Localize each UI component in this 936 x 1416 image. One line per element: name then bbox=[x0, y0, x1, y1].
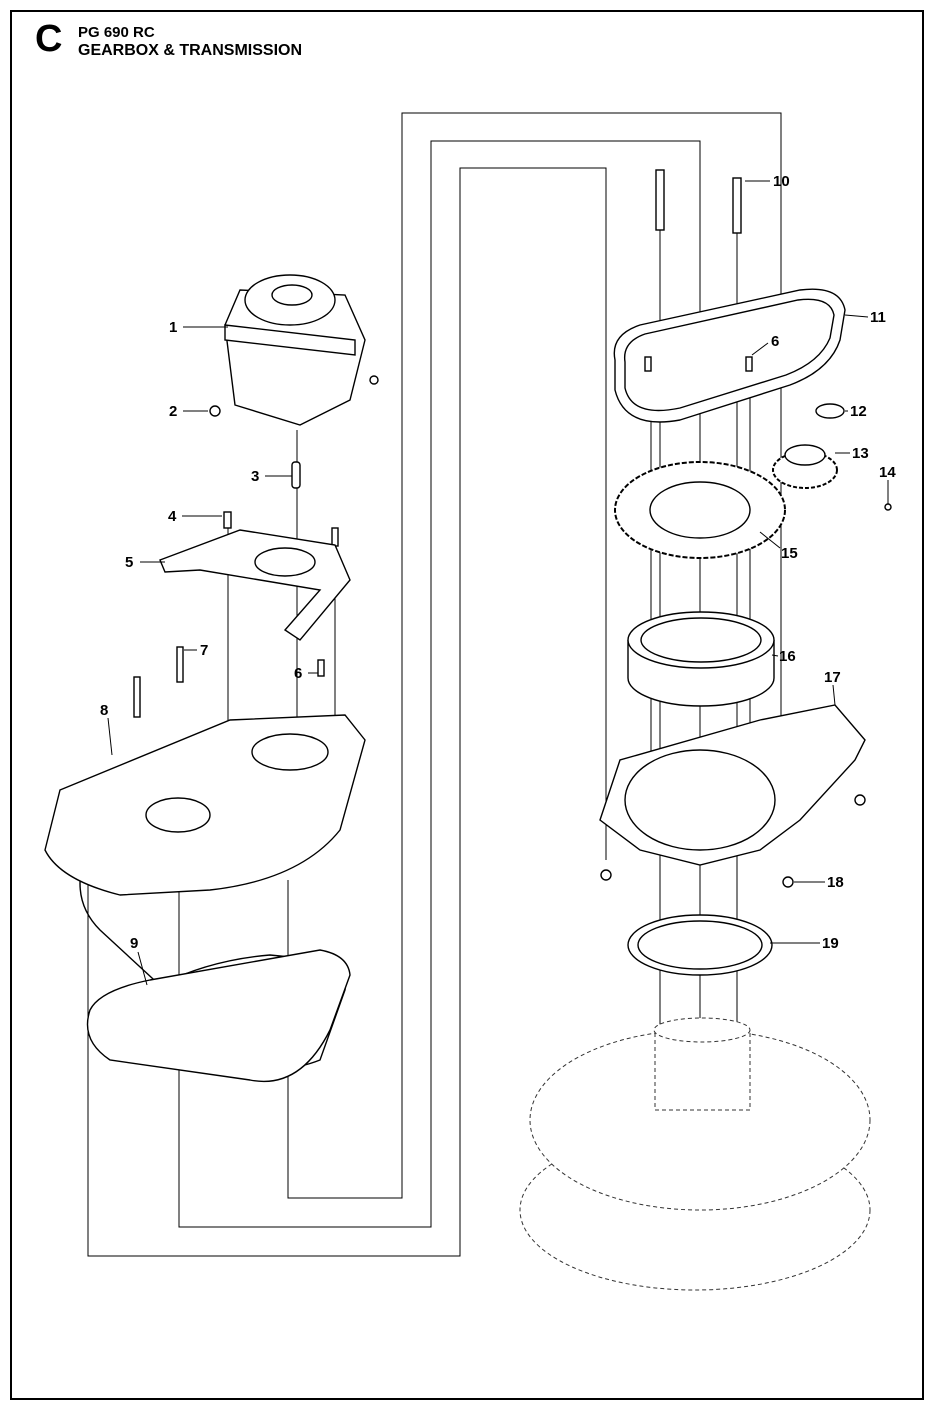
part-14-pin bbox=[884, 503, 892, 511]
callout-8: 8 bbox=[100, 702, 108, 719]
callout-1: 1 bbox=[169, 319, 177, 336]
callout-17: 17 bbox=[824, 669, 841, 686]
diagram-title: GEARBOX & TRANSMISSION bbox=[78, 42, 303, 59]
callout-11: 11 bbox=[870, 309, 886, 326]
part-19-seal bbox=[627, 914, 773, 976]
part-13-pinion bbox=[772, 444, 838, 489]
callout-9: 9 bbox=[130, 935, 138, 952]
callout-leaders bbox=[107, 180, 889, 986]
part-9-gasket-outline bbox=[86, 949, 351, 1083]
callout-14: 14 bbox=[879, 464, 896, 481]
part-8-base-plate bbox=[44, 714, 366, 896]
callout-19: 19 bbox=[822, 935, 839, 952]
callout-6: 6 bbox=[294, 665, 302, 682]
callout-4: 4 bbox=[168, 508, 177, 525]
part-17-housing bbox=[599, 704, 866, 866]
callout-16: 16 bbox=[779, 648, 796, 665]
part-1-gearbox bbox=[224, 274, 366, 426]
callout-12: 12 bbox=[850, 403, 867, 420]
base-unit bbox=[519, 1017, 871, 1291]
section-letter: C bbox=[35, 18, 63, 60]
part-11-belt bbox=[613, 288, 846, 423]
part-3-key bbox=[291, 461, 301, 489]
diagram-frame bbox=[10, 10, 924, 1400]
model-name: PG 690 RC bbox=[78, 24, 155, 41]
part-15-sprocket bbox=[614, 461, 786, 559]
part-16-ring bbox=[627, 611, 775, 707]
bolts bbox=[133, 169, 866, 888]
callout-7: 7 bbox=[200, 642, 208, 659]
callout-10: 10 bbox=[773, 173, 790, 190]
callout-5: 5 bbox=[125, 554, 133, 571]
part-5-mount-plate bbox=[159, 529, 351, 641]
callout-15: 15 bbox=[781, 545, 798, 562]
callout-2: 2 bbox=[169, 403, 177, 420]
callout-3: 3 bbox=[251, 468, 259, 485]
callout-18: 18 bbox=[827, 874, 844, 891]
part-12-washer bbox=[815, 403, 845, 419]
callout-6-upper: 6 bbox=[771, 333, 779, 350]
callout-13: 13 bbox=[852, 445, 869, 462]
